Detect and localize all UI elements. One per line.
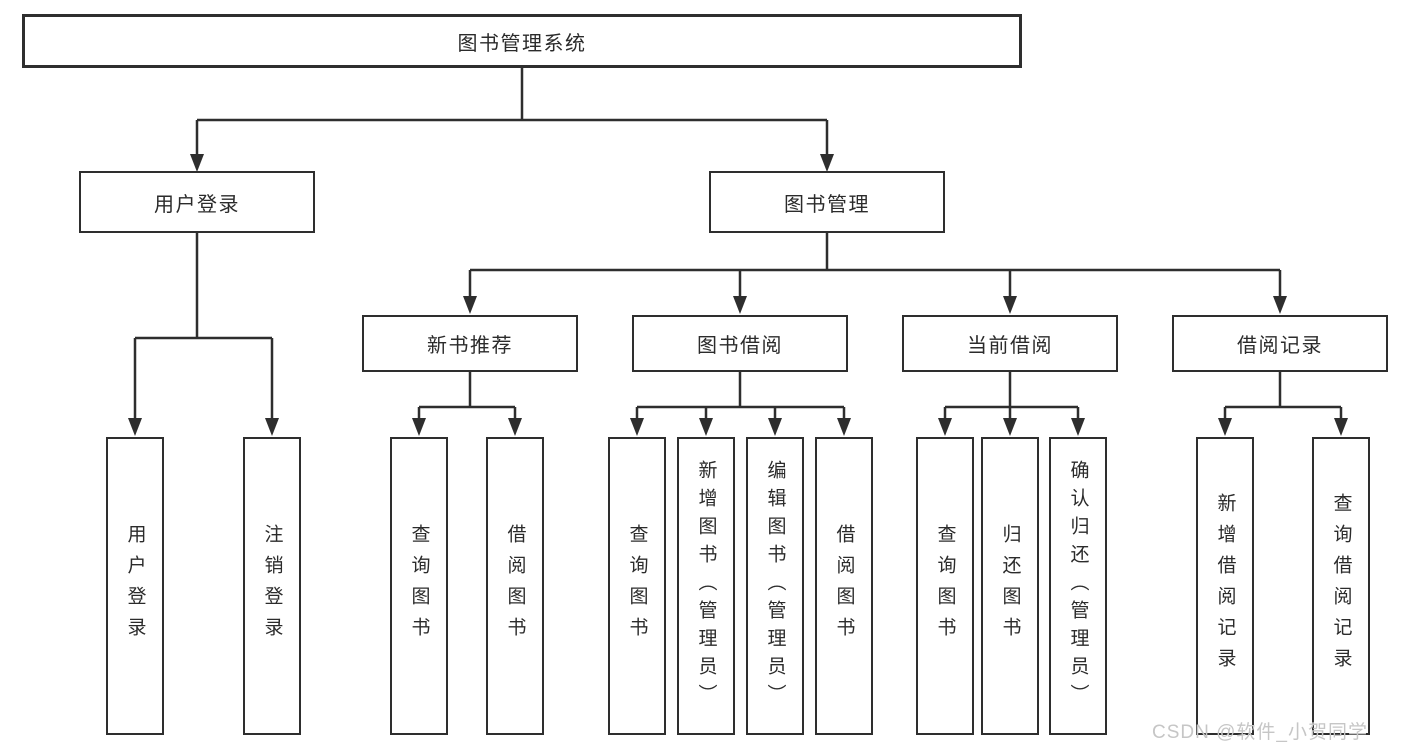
connector-root-to-level2 xyxy=(190,68,834,172)
node-user-login: 用户登录 xyxy=(79,171,315,233)
connector-user-login-to-leaves xyxy=(128,233,279,436)
node-current-borrow: 当前借阅 xyxy=(902,315,1118,372)
connector-book-borrow-to-leaves xyxy=(630,372,851,436)
csdn-watermark: CSDN @软件_小贺同学 xyxy=(1152,722,1368,743)
leaf-add-books-admin: 新增图书（管理员） xyxy=(677,437,735,735)
leaf-add-borrow-record: 新增借阅记录 xyxy=(1196,437,1254,735)
node-book-borrow: 图书借阅 xyxy=(632,315,848,372)
leaf-recommend-query-books: 查询图书 xyxy=(390,437,448,735)
connector-borrow-record-to-leaves xyxy=(1218,372,1348,436)
leaf-current-query-books: 查询图书 xyxy=(916,437,974,735)
leaf-borrow-books: 借阅图书 xyxy=(815,437,873,735)
leaf-query-borrow-record: 查询借阅记录 xyxy=(1312,437,1370,735)
leaf-return-books: 归还图书 xyxy=(981,437,1039,735)
node-new-book-recommend: 新书推荐 xyxy=(362,315,578,372)
connector-current-borrow-to-leaves xyxy=(938,372,1085,436)
leaf-edit-books-admin: 编辑图书（管理员） xyxy=(746,437,804,735)
node-book-management: 图书管理 xyxy=(709,171,945,233)
node-system-root: 图书管理系统 xyxy=(22,14,1022,68)
leaf-user-login: 用户登录 xyxy=(106,437,164,735)
connector-new-book-to-leaves xyxy=(412,372,522,436)
leaf-logout: 注销登录 xyxy=(243,437,301,735)
node-borrow-record: 借阅记录 xyxy=(1172,315,1388,372)
connector-book-management-to-level3 xyxy=(463,233,1287,314)
leaf-recommend-borrow-books: 借阅图书 xyxy=(486,437,544,735)
leaf-confirm-return-admin: 确认归还（管理员） xyxy=(1049,437,1107,735)
leaf-borrow-query-books: 查询图书 xyxy=(608,437,666,735)
